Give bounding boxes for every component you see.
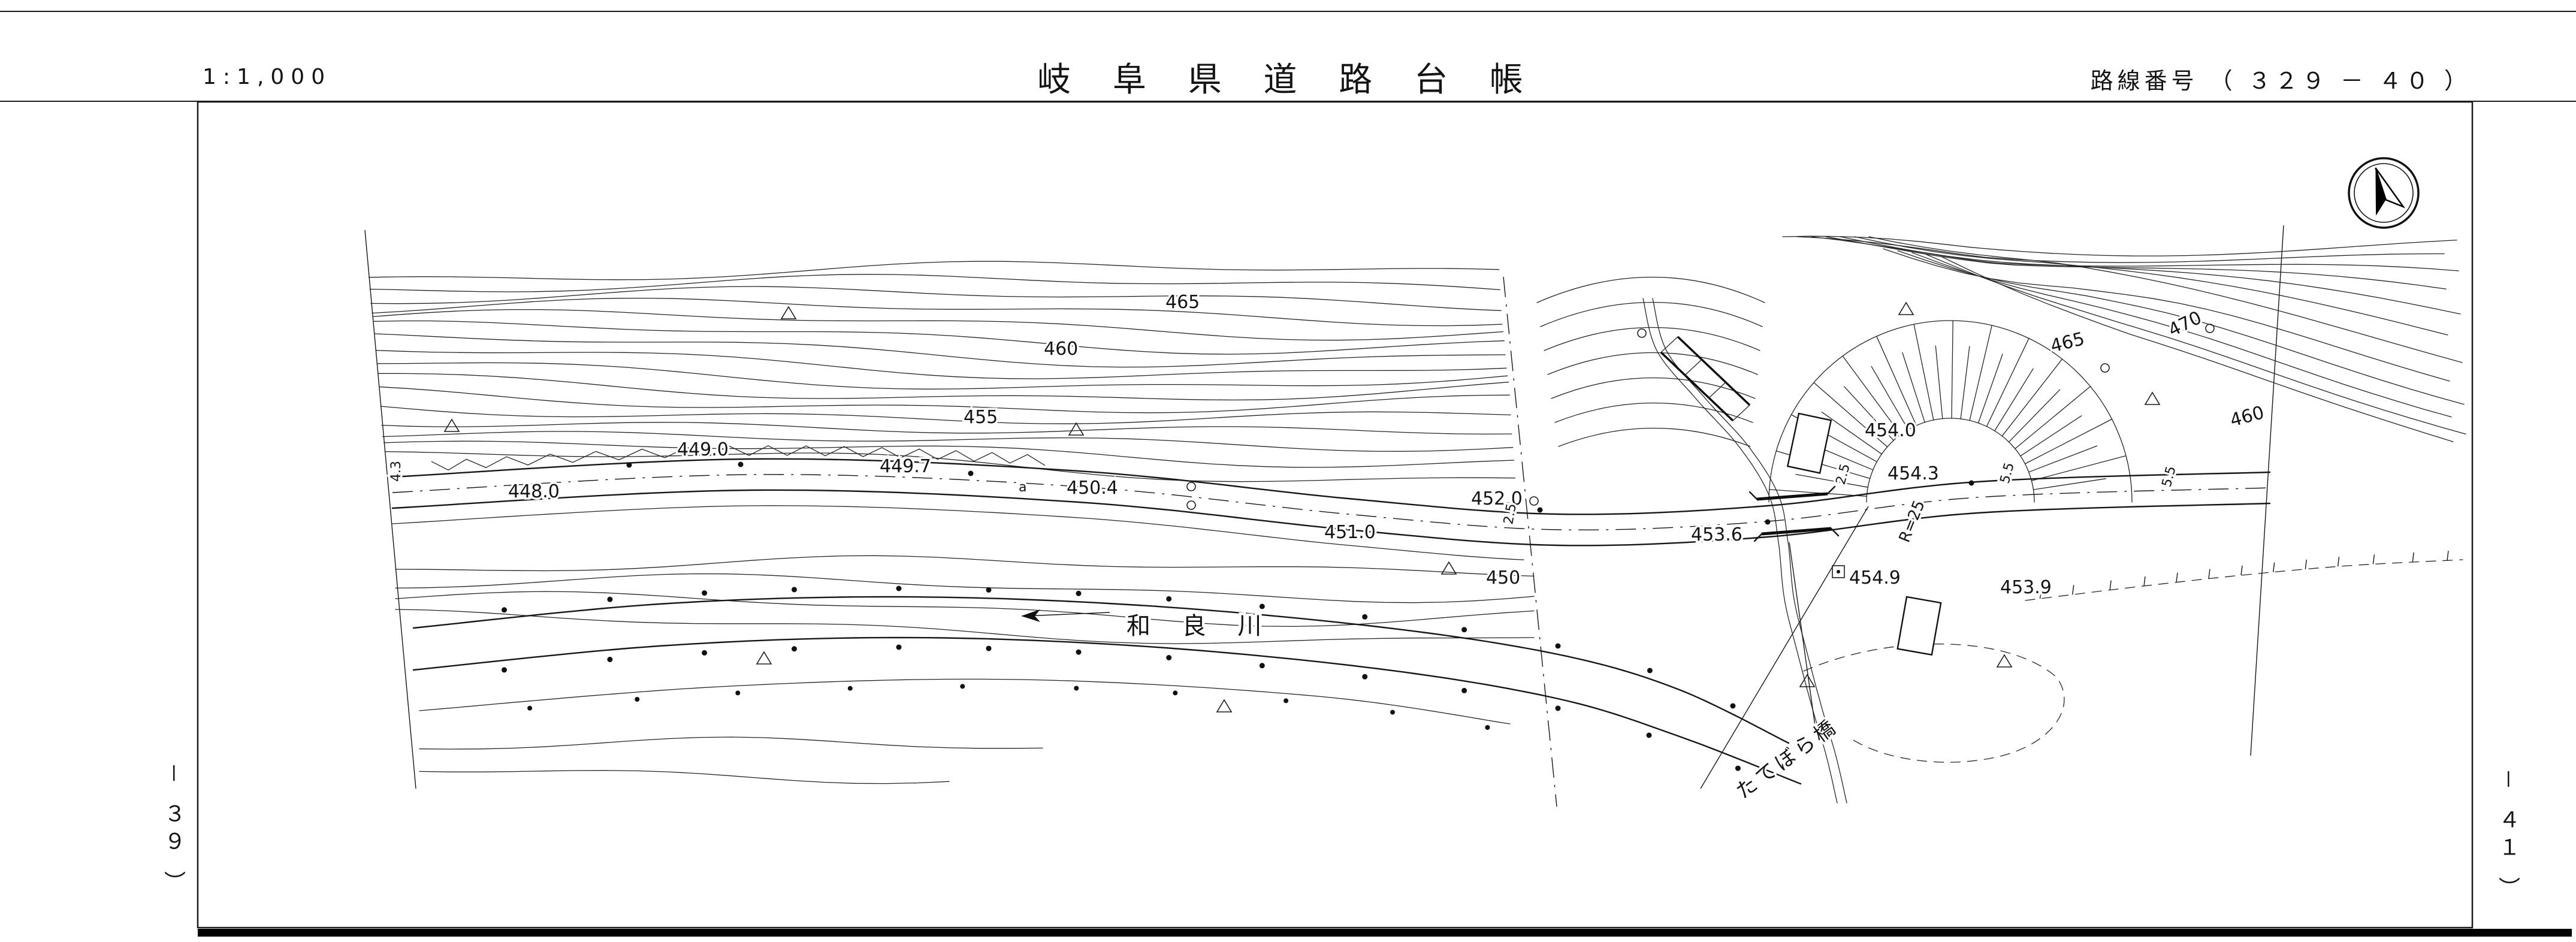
contour-label: 470 [2165,307,2205,342]
survey-boundary-left [364,230,416,789]
survey-boundary-right [2250,225,2284,756]
route-number: 路線番号 （ ３２９ － ４０ ） [2090,68,2471,94]
road-lines [391,458,2271,560]
slope-fan-hatch [1768,320,2133,503]
spot-elevation: 449.7 [880,456,931,477]
sheet-top-border [0,11,2576,12]
contour-label: 460 [2228,402,2266,431]
river-name: 和 良 川 [1127,612,1273,640]
map-symbols [443,301,2215,739]
width-label: 5.5 [2160,464,2179,488]
contour-label: 455 [964,407,998,428]
spot-elevation: 454.3 [1888,463,1939,484]
spot-elevation: 453.9 [2000,577,2052,598]
bridge-leader-line [1789,542,1817,739]
map-scale: 1:1,000 [203,65,332,89]
spot-elevation: 448.0 [508,481,560,502]
map-frame [197,101,2474,929]
spot-elevation: 453.6 [1691,524,1743,545]
flow-direction-arrow [1025,612,1110,617]
width-label: 2.5 [1501,502,1520,526]
structures [431,336,2463,656]
sheet-title: 岐 阜 県 道 路 台 帳 [1037,61,1539,99]
flow-arrow-head [1021,609,1040,622]
point-label: a [1019,480,1026,495]
contour-label: 465 [2048,328,2086,357]
width-label: 4.3 [389,461,404,482]
curve-radius-label: R=25 [1896,498,1929,545]
spot-elevation: 454.9 [1849,567,1901,588]
spot-elevation: 452.0 [1471,488,1523,509]
river-and-stream [412,298,2065,804]
sheet-bottom-bar [198,929,2572,937]
width-label: 2.5 [1834,462,1853,486]
north-arrow-icon [2348,157,2420,229]
contour-label: 460 [1044,339,1078,360]
spot-elevation: 450.4 [1067,478,1118,499]
bridge-name: たてぼら橋 [1732,714,1843,804]
adjacent-sheet-ref-left: － ３９ ） [161,762,185,898]
contour-lines [368,236,2466,784]
benchmark-dot [1837,570,1840,573]
contour-label: 465 [1165,292,1200,313]
adjacent-sheet-ref-right: － ４１ ） [2495,768,2520,904]
spot-elevation: 451.0 [1324,522,1376,543]
spot-elevation: 454.0 [1865,420,1916,441]
match-line [1503,276,1557,807]
benchmark-icon [1832,565,1845,578]
spot-elevation: 449.0 [677,439,729,460]
width-label: 5.5 [1998,461,2018,485]
radius-line [1700,506,1869,789]
contour-label: 450 [1486,567,1520,588]
map-labels: 465 460 455 450 465 470 460 449.0 448.0 … [387,290,2269,806]
